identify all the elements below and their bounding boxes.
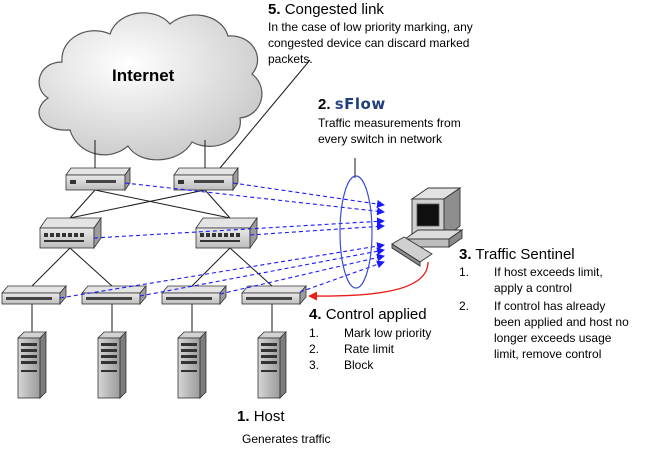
congested-link-heading: 5. Congested link: [268, 1, 384, 19]
switch-icon: [1, 284, 67, 306]
switch-icon: [161, 284, 227, 306]
step-number: 3.: [459, 246, 472, 263]
list-text: If host exceeds limit,: [494, 265, 603, 279]
congested-link-desc-1: In the case of low priority marking, any: [268, 20, 473, 34]
step-title: Traffic Sentinel: [475, 246, 575, 263]
list-number: 3.: [309, 358, 320, 372]
list-text: limit, remove control: [494, 347, 602, 361]
list-item: 1. Mark low priority: [309, 325, 431, 341]
sflow-measurement-arrows: [59, 182, 385, 299]
sflow-collector-oval: [339, 175, 373, 289]
step-title: Congested link: [284, 1, 384, 18]
list-item: 3. Block: [309, 357, 431, 373]
list-number: 2.: [309, 342, 320, 356]
traffic-sentinel-heading: 3. Traffic Sentinel: [459, 246, 575, 264]
router-icon: [65, 166, 131, 192]
router-icon: [173, 166, 239, 192]
list-text: Mark low priority: [344, 326, 432, 340]
sflow-desc-2: every switch in network: [318, 132, 443, 146]
switch-icon: [241, 284, 307, 306]
server-icon: [177, 331, 207, 399]
list-number: 1.: [459, 265, 470, 279]
list-item: 1. If host exceeds limit, apply a contro…: [459, 264, 629, 296]
step-number: 5.: [268, 1, 281, 18]
switch-icon: [81, 284, 147, 306]
server-icon: [257, 331, 287, 399]
cloud-label: Internet: [112, 66, 175, 85]
list-text: apply a control: [494, 281, 573, 295]
list-text: If control has already: [494, 299, 606, 313]
step-title: Host: [253, 408, 285, 425]
control-arrow: [308, 261, 429, 301]
congested-link-desc-3: packets.: [268, 52, 313, 66]
control-applied-list: 1. Mark low priority 2. Rate limit 3. Block: [309, 325, 431, 373]
list-text: been applied and host no: [494, 315, 629, 329]
list-text: Rate limit: [344, 342, 395, 356]
list-number: 2.: [459, 299, 470, 313]
workstation-icon: [391, 187, 464, 267]
step-number: 1.: [237, 408, 250, 425]
congested-link-desc-2: congested device can discard marked: [268, 36, 470, 50]
host-heading: 1. Host: [237, 408, 285, 426]
step-number: 4.: [309, 306, 322, 323]
list-text: Block: [344, 358, 374, 372]
cloud-icon: [38, 12, 263, 161]
step-number: 2.: [318, 96, 331, 113]
control-applied-heading: 4. Control applied: [309, 306, 427, 324]
list-item: 2. Rate limit: [309, 341, 431, 357]
list-text: longer exceeds usage: [494, 331, 612, 345]
traffic-sentinel-list: 1. If host exceeds limit, apply a contro…: [459, 264, 629, 362]
server-icon: [97, 331, 127, 399]
server-icon: [17, 331, 47, 399]
list-number: 1.: [309, 326, 320, 340]
switch-icon: [39, 216, 102, 250]
sflow-desc-1: Traffic measurements from: [318, 116, 461, 130]
switch-icon: [195, 216, 258, 250]
step-title: Control applied: [325, 306, 427, 323]
sflow-heading: 2. sFlow: [318, 95, 386, 114]
sflow-logo: sFlow: [334, 95, 386, 113]
list-item: 2. If control has already been applied a…: [459, 298, 629, 362]
host-desc: Generates traffic: [242, 432, 331, 446]
network-links: [31, 59, 356, 332]
